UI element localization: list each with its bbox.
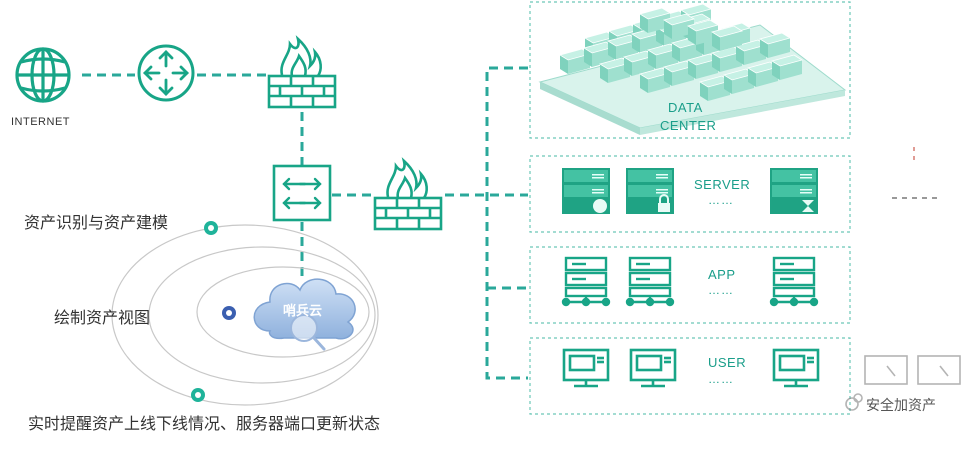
rack-cube [688, 26, 696, 45]
rack-cube [639, 7, 671, 20]
rack-cube [632, 34, 640, 53]
rack-cube [664, 20, 672, 39]
rack-cube [771, 54, 803, 67]
server-ellipsis: …… [708, 193, 734, 207]
rack-cube [664, 67, 672, 86]
orbit-dots [191, 221, 236, 402]
datacenter-cubes [559, 3, 803, 101]
internet-label: INTERNET [11, 116, 70, 128]
rack-cube [663, 13, 695, 26]
rack-cube [736, 46, 744, 65]
cloud-label: 哨兵云 [283, 304, 323, 319]
watermark-logo [845, 355, 961, 411]
app-rack-icon [625, 256, 675, 307]
rack-cube [648, 50, 656, 69]
rack-cube [768, 38, 790, 58]
server-hourglass-icon [770, 168, 818, 214]
link-bus [485, 66, 528, 380]
rack-cube [608, 41, 616, 60]
firewall-icon-2 [373, 157, 443, 231]
globe-icon [15, 47, 71, 103]
datacenter-label-line2: CENTER [660, 118, 717, 133]
user-label: USER [708, 355, 747, 370]
monitor-icon [562, 348, 610, 388]
rack-cube [680, 3, 712, 16]
rack-cube [624, 57, 632, 76]
app-label: APP [708, 267, 736, 282]
feature-modeling: 资产识别与资产建模 [24, 213, 169, 232]
feature-asset-view: 绘制资产视图 [54, 308, 151, 327]
watermark-text: 安全加资产 [866, 398, 936, 414]
rack-cube [560, 55, 568, 74]
rack-cube [760, 39, 768, 58]
feature-status-alert: 实时提醒资产上线下线情况、服务器端口更新状态 [28, 414, 381, 433]
rack-cube [687, 19, 719, 32]
app-group [561, 256, 819, 307]
rack-cube [780, 60, 802, 80]
cloud-icon [253, 278, 356, 351]
rack-cube [712, 32, 720, 51]
rack-cube [711, 25, 743, 38]
rack-cube [640, 74, 648, 93]
connection-lines [82, 66, 528, 380]
server-lock-icon [626, 168, 674, 214]
user-group [562, 348, 820, 388]
rack-cube [640, 14, 648, 33]
rack-cube [748, 68, 756, 87]
rack-cube [712, 53, 720, 72]
firewall-icon [267, 35, 337, 109]
rack-cube [600, 64, 608, 83]
rack-cube [688, 60, 696, 79]
app-rack-icon [769, 256, 819, 307]
datacenter-label-line1: DATA [668, 100, 703, 115]
rack-cube [724, 75, 732, 94]
monitor-icon [772, 348, 820, 388]
rack-cube [759, 32, 791, 45]
router-icon [137, 44, 195, 102]
rack-cube [700, 82, 708, 101]
server-icon [562, 168, 610, 214]
user-ellipsis: …… [708, 372, 734, 386]
monitor-icon [629, 348, 677, 388]
server-label: SERVER [694, 177, 751, 192]
rack-cube [720, 31, 742, 51]
switch-icon [272, 164, 332, 222]
orbit-rings [111, 224, 379, 406]
rack-cube [772, 61, 780, 80]
rack-cube [672, 43, 680, 62]
server-group [562, 168, 818, 214]
rack-cube [656, 27, 664, 46]
app-rack-icon [561, 256, 611, 307]
app-ellipsis: …… [708, 283, 734, 297]
rack-cube [584, 48, 592, 67]
